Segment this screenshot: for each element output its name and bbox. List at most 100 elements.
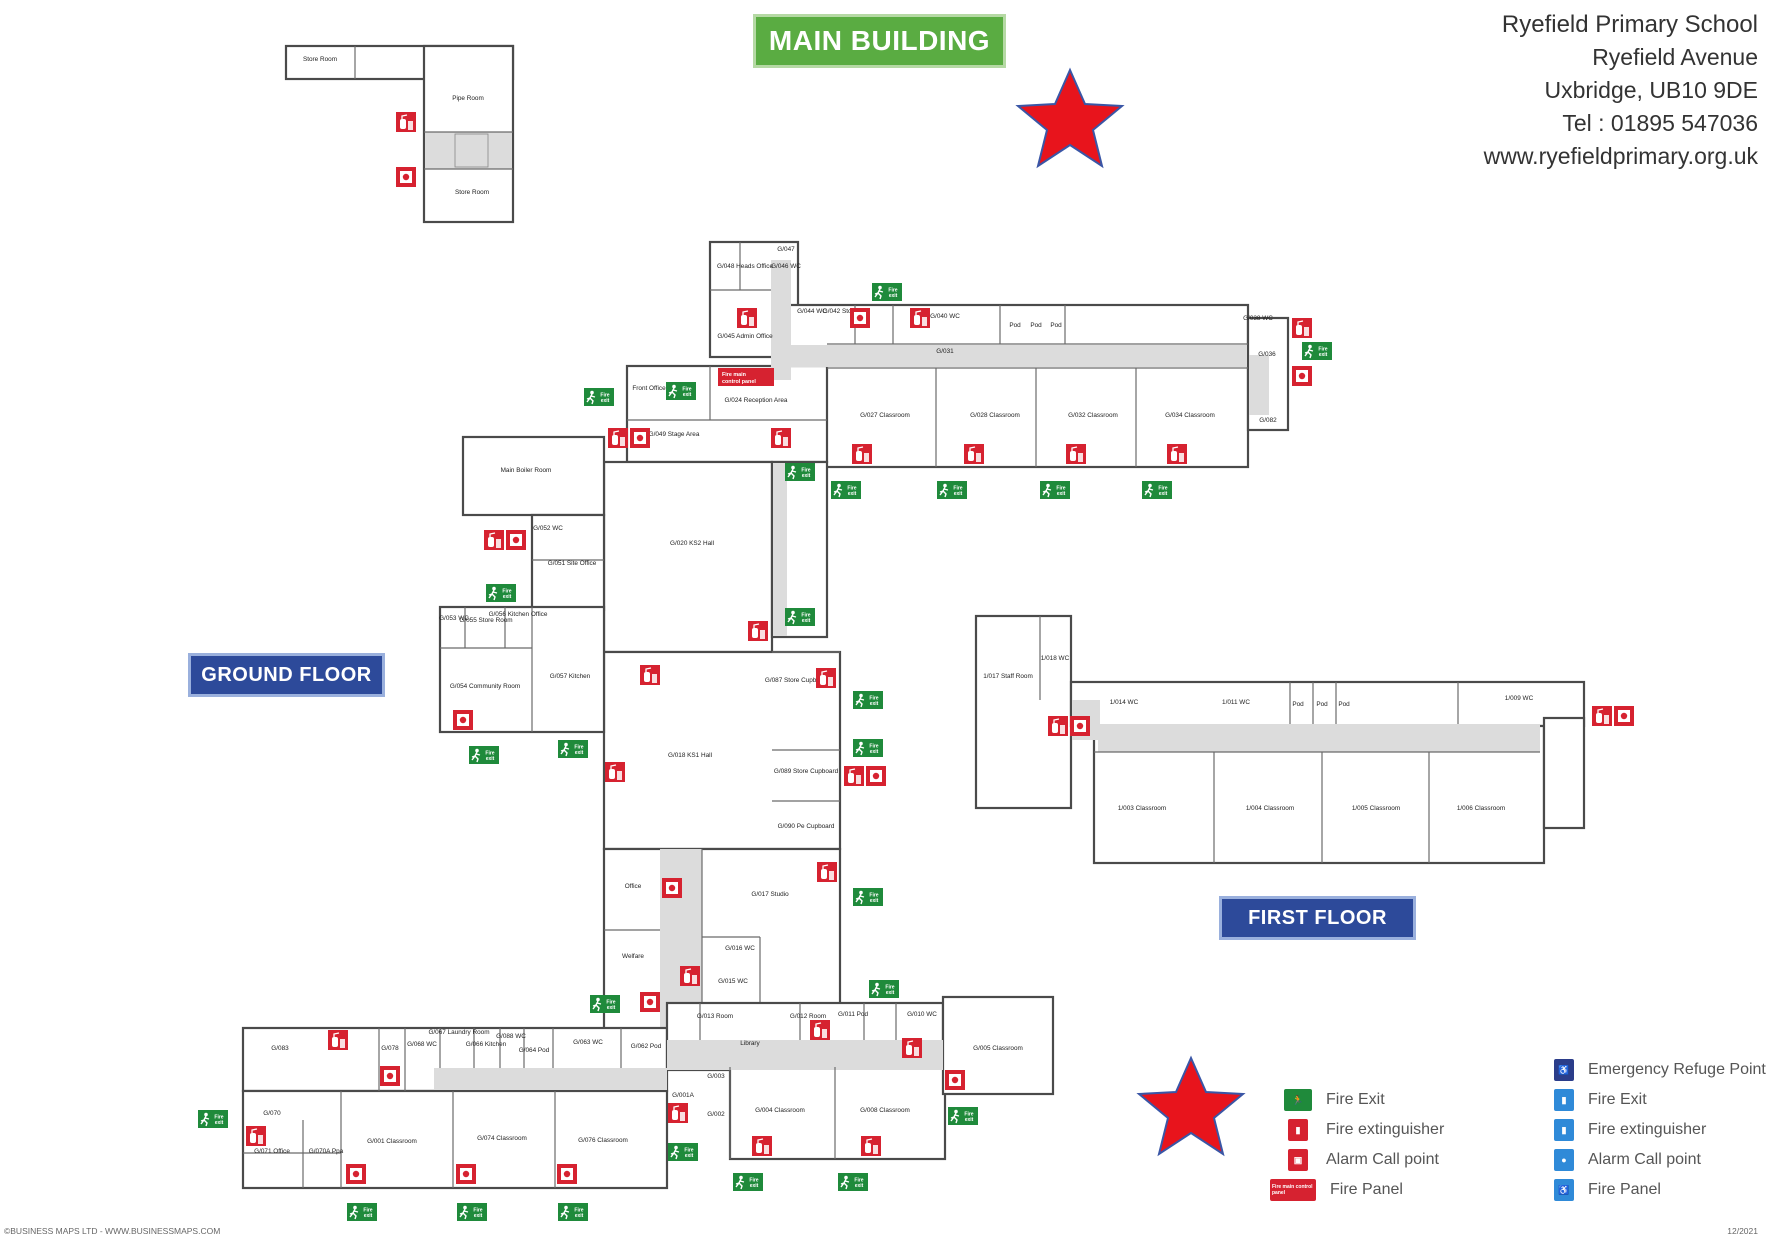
legend-row-fire-exit: 🏃 Fire Exit [1284, 1086, 1385, 1114]
fire-exit-icon [852, 887, 884, 907]
fire-extinguisher-icon [1591, 705, 1613, 727]
fire-extinguisher-icon [963, 443, 985, 465]
school-name: Ryefield Primary School [1501, 11, 1758, 38]
fire-extinguisher-icon [843, 765, 865, 787]
room-g017: G/017 Studio [751, 891, 789, 898]
room-main-boiler: Main Boiler Room [501, 467, 552, 474]
room-office: Office [625, 883, 642, 890]
fire-extinguisher-icon [909, 307, 931, 329]
fire-extinguisher-icon [751, 1135, 773, 1157]
room-1003: 1/003 Classroom [1118, 805, 1166, 812]
legend-label: Fire extinguisher [1588, 1121, 1707, 1138]
outbuilding [284, 44, 515, 224]
room-1009: 1/009 WC [1505, 695, 1534, 702]
room-first-pod-3: Pod [1338, 701, 1350, 708]
room-g011: G/011 Pod [838, 1011, 869, 1018]
alarm-call-point-icon [506, 530, 526, 550]
first-floor-label: FIRST FLOOR [1219, 896, 1416, 940]
room-g034: G/034 Classroom [1165, 412, 1215, 419]
legend-label: Alarm Call point [1588, 1151, 1701, 1168]
legend-row-fire-extinguisher: ▮ Fire extinguisher [1284, 1116, 1444, 1144]
fire-extinguisher-icon [679, 965, 701, 987]
room-g038: G/038 WC [1243, 315, 1273, 322]
room-g048: G/048 Heads Office [717, 263, 773, 270]
room-g012: G/012 Room [790, 1013, 826, 1020]
star-marker-icon [1017, 69, 1123, 167]
room-g068: G/068 WC [407, 1041, 437, 1048]
room-pod-3: Pod [1050, 322, 1062, 329]
room-g078: G/078 [381, 1045, 399, 1052]
fire-extinguisher-icon [327, 1029, 349, 1051]
room-g008: G/008 Classroom [860, 1107, 910, 1114]
room-g063: G/063 WC [573, 1039, 603, 1046]
alarm-call-point-icon [380, 1066, 400, 1086]
fire-extinguisher-icon [736, 307, 758, 329]
room-g018: G/018 KS1 Hall [668, 752, 712, 759]
room-g001a: G/001A [672, 1092, 694, 1099]
footer-credit: ©BUSINESS MAPS LTD - WWW.BUSINESSMAPS.CO… [4, 1226, 221, 1236]
alarm-call-point-icon [557, 1164, 577, 1184]
room-1014: 1/014 WC [1110, 699, 1139, 706]
legend-label: Fire Exit [1588, 1091, 1647, 1108]
main-building-banner: MAIN BUILDING [753, 14, 1006, 68]
room-g032: G/032 Classroom [1068, 412, 1118, 419]
fire-extinguisher-icon [667, 1102, 689, 1124]
legend-label: Emergency Refuge Point [1588, 1061, 1766, 1078]
fire-extinguisher-icon [770, 427, 792, 449]
fire-extinguisher-icon [815, 667, 837, 689]
room-g070: G/070 [263, 1110, 281, 1117]
fire-exit-icon [732, 1172, 764, 1192]
alarm-call-point-icon [945, 1070, 965, 1090]
fire-exit-icon [346, 1202, 378, 1222]
fire-exit-icon [485, 583, 517, 603]
room-g002: G/002 [707, 1111, 725, 1118]
legend-row-fire-panel-accessible: ♿ Fire Panel [1554, 1176, 1661, 1204]
ground-floor-walls [241, 240, 1290, 1190]
fire-exit-icon [468, 745, 500, 765]
fire-exit-icon [830, 480, 862, 500]
room-g027: G/027 Classroom [860, 412, 910, 419]
alarm-call-point-icon [630, 428, 650, 448]
school-town: Uxbridge, UB10 9DE [1544, 77, 1759, 103]
room-g082: G/082 [1259, 417, 1277, 424]
fire-extinguisher-icon [816, 861, 838, 883]
fire-extinguisher-icon [851, 443, 873, 465]
fire-exit-icon [868, 979, 900, 999]
fire-extinguisher-accessible-icon: ▮ [1554, 1119, 1574, 1141]
alarm-call-point-icon [396, 167, 416, 187]
room-1005: 1/005 Classroom [1352, 805, 1400, 812]
alarm-call-point-icon [662, 878, 682, 898]
fire-panel-accessible-icon: ♿ [1554, 1179, 1574, 1201]
fire-exit-accessible-icon: ▮ [1554, 1089, 1574, 1111]
fire-extinguisher-icon [1047, 715, 1069, 737]
room-1011: 1/011 WC [1222, 699, 1250, 706]
room-g090: G/090 Pe Cupboard [778, 823, 835, 830]
fire-exit-icon [871, 282, 903, 302]
room-1017: 1/017 Staff Room [983, 673, 1033, 680]
room-store-room-2: Store Room [455, 189, 489, 196]
room-g083: G/083 [271, 1045, 289, 1052]
fire-exit-icon [852, 738, 884, 758]
legend-row-refuge-point: ♿ Emergency Refuge Point [1554, 1056, 1766, 1084]
first-floor-walls [974, 614, 1586, 865]
alarm-call-point-accessible-icon: ● [1554, 1149, 1574, 1171]
fire-panel-icon [718, 368, 774, 386]
room-g005: G/005 Classroom [973, 1045, 1023, 1052]
alarm-call-point-icon [456, 1164, 476, 1184]
room-g001: G/001 Classroom [367, 1138, 417, 1145]
legend-label: Alarm Call point [1326, 1151, 1439, 1168]
alarm-call-point-icon [850, 308, 870, 328]
school-website[interactable]: www.ryefieldprimary.org.uk [1483, 143, 1758, 169]
room-1006: 1/006 Classroom [1457, 805, 1505, 812]
fire-exit-icon [784, 607, 816, 627]
room-g052: G/052 WC [533, 525, 563, 532]
room-g074: G/074 Classroom [477, 1135, 527, 1142]
room-g042: G/042 Store [823, 308, 858, 315]
room-pod-2: Pod [1030, 322, 1042, 329]
room-g010: G/010 WC [907, 1011, 937, 1018]
room-library: Library [740, 1040, 760, 1047]
room-g024: G/024 Reception Area [725, 397, 788, 404]
room-g064: G/064 Pod [519, 1047, 550, 1054]
legend-row-fire-exit-accessible: ▮ Fire Exit [1554, 1086, 1647, 1114]
fire-exit-icon [456, 1202, 488, 1222]
